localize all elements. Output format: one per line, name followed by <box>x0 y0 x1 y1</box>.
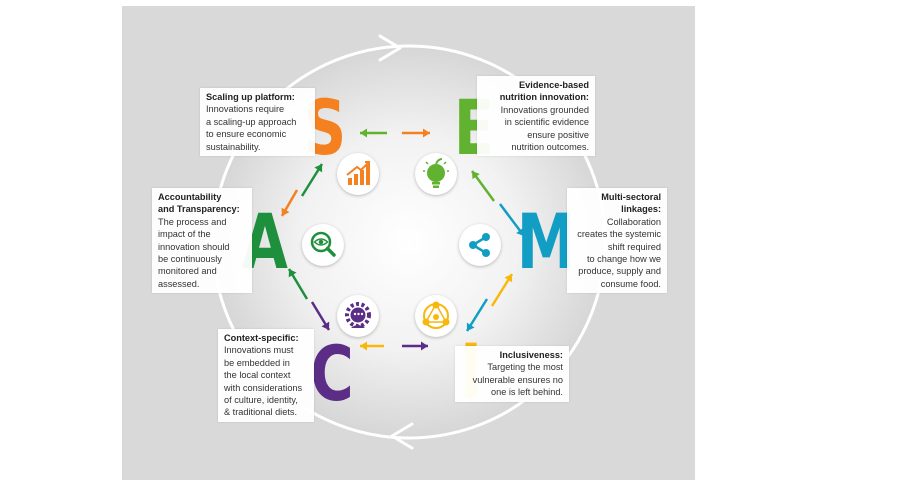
scaling-up-body: Innovations require a scaling-up approac… <box>206 104 297 152</box>
context-heading: Context-specific: <box>224 333 299 343</box>
arrow-i-c-right-head <box>421 341 428 351</box>
accountability-body: The process and impact of the innovation… <box>158 216 230 289</box>
arrow-a-s-up-head <box>314 164 323 173</box>
scaling-up-box: Scaling up platform: Innovations require… <box>200 88 315 157</box>
apple-lightbulb-icon <box>415 153 457 195</box>
arrow-c-a-down-head <box>321 321 330 330</box>
arrow-s-e-right-head <box>423 128 430 138</box>
arrow-m-i-up-head <box>504 274 513 283</box>
cycle-arrow-bottom-icon <box>390 422 414 450</box>
people-network-icon <box>415 295 457 337</box>
arrow-i-c-left-head <box>360 341 367 351</box>
share-icon <box>459 224 501 266</box>
multisectoral-heading: Multi-sectoral linkages: <box>601 192 661 215</box>
inclusiveness-body: Targeting the most vulnerable ensures no… <box>472 362 563 398</box>
inclusiveness-box: Inclusiveness: Targeting the most vulner… <box>455 346 569 402</box>
inclusiveness-heading: Inclusiveness: <box>499 350 563 360</box>
context-box: Context-specific: Innovations must be em… <box>218 329 314 422</box>
context-body: Innovations must be embedded in the loca… <box>224 345 303 418</box>
arrow-m-i-down-head <box>466 322 475 331</box>
evidence-box: Evidence-based nutrition innovation: Inn… <box>477 76 595 157</box>
arrow-e-m-down-head <box>516 227 524 236</box>
diagram-panel: S E M I C A <box>122 6 695 480</box>
evidence-heading: Evidence-based nutrition innovation: <box>499 80 589 103</box>
multisectoral-body: Collaboration creates the systemic shift… <box>577 216 661 289</box>
multisectoral-box: Multi-sectoral linkages: Collaboration c… <box>567 188 667 294</box>
magnifier-eye-icon <box>302 224 344 266</box>
letter-c: C <box>310 329 354 418</box>
letter-m: M <box>516 197 576 286</box>
scaling-up-heading: Scaling up platform: <box>206 92 295 102</box>
arrow-s-e-left-head <box>360 128 367 138</box>
cycle-arrow-top-icon <box>378 34 402 62</box>
accountability-box: Accountability and Transparency: The pro… <box>152 188 252 294</box>
arrow-a-s-down-head <box>281 207 290 216</box>
evidence-body: Innovations grounded in scientific evide… <box>500 104 589 153</box>
accountability-heading: Accountability and Transparency: <box>158 192 240 215</box>
growth-chart-icon <box>337 153 379 195</box>
arrow-c-a-up-head <box>288 269 297 278</box>
arrow-e-m-up-head <box>472 171 480 180</box>
head-gear-icon <box>337 295 379 337</box>
